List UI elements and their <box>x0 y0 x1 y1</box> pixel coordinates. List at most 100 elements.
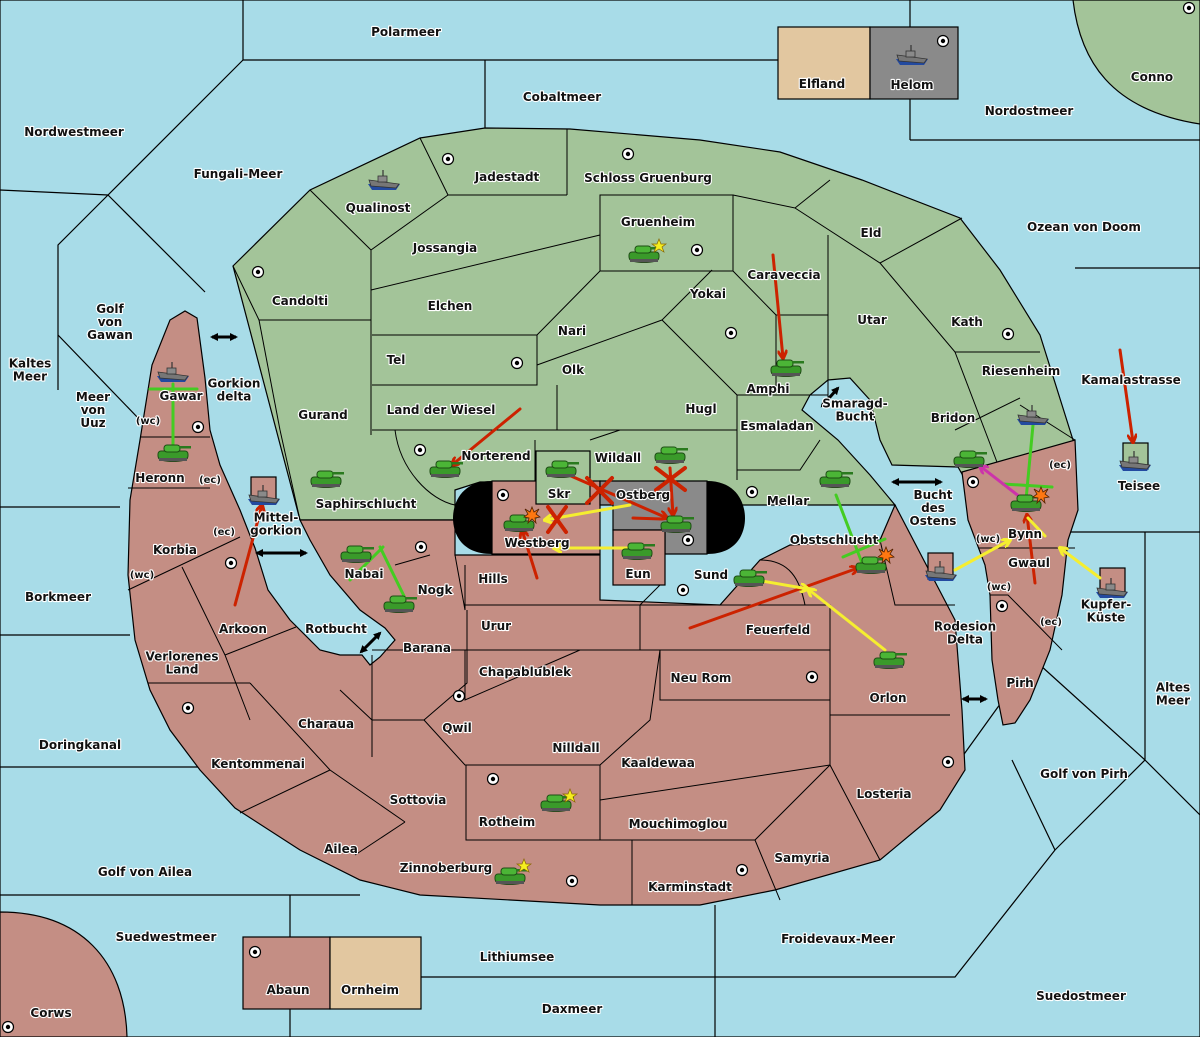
labels: PolarmeerCobaltmeerNordwestmeerFungali-M… <box>8 24 1192 1021</box>
label-elfland: Elfland <box>799 77 845 91</box>
supply-center-icon <box>805 670 819 684</box>
label-bynn: Bynn <box>1008 527 1042 541</box>
label-smaragd-bucht: Smaragd-Bucht <box>822 397 887 424</box>
territory-elfland[interactable] <box>777 26 871 100</box>
supply-center-icon <box>251 265 265 279</box>
label-elchen: Elchen <box>428 299 473 313</box>
red-region <box>127 310 1079 906</box>
barrier-east <box>707 481 745 554</box>
move-order-arrow <box>452 407 522 465</box>
territory-conno[interactable] <box>1072 0 1200 125</box>
supply-center-icon <box>966 475 980 489</box>
supply-center-icon <box>681 533 695 547</box>
label-gurand: Gurand <box>298 408 348 422</box>
supply-center-icon <box>181 701 195 715</box>
label-corws: Corws <box>30 1006 71 1020</box>
label-schloss-gruenburg: Schloss Gruenburg <box>584 171 712 185</box>
label-bridon: Bridon <box>931 411 976 425</box>
label-amphi: Amphi <box>746 382 789 396</box>
supply-center-icon <box>191 420 205 434</box>
label-barana: Barana <box>403 641 451 655</box>
move-order-arrow <box>233 505 262 607</box>
move-order-arrow <box>569 474 667 518</box>
label-doringkanal: Doringkanal <box>39 738 121 752</box>
supply-center-icon <box>941 755 955 769</box>
label-orlon: Orlon <box>869 691 906 705</box>
label-yokai: Yokai <box>689 287 726 301</box>
label-tel: Tel <box>387 353 406 367</box>
label-riesenheim: Riesenheim <box>982 364 1061 378</box>
territory-ornheim[interactable] <box>329 936 422 1010</box>
label-kath: Kath <box>951 315 983 329</box>
label-kamalastrasse: Kamalastrasse <box>1081 373 1181 387</box>
move-order-arrow <box>631 516 664 521</box>
label-norterend: Norterend <box>461 449 530 463</box>
label-wildall: Wildall <box>595 451 641 465</box>
supply-center-icon <box>248 945 262 959</box>
label-sund: Sund <box>694 568 728 582</box>
label-sottovia: Sottovia <box>390 793 447 807</box>
label-ailea: Ailea <box>324 842 358 856</box>
label-gruenheim: Gruenheim <box>621 215 695 229</box>
label-arkoon: Arkoon <box>219 622 267 636</box>
label-abaun: Abaun <box>266 983 309 997</box>
label-obstschlucht: Obstschlucht <box>790 533 879 547</box>
label-zinnoberburg: Zinnoberburg <box>400 861 492 875</box>
label-golf-von-pirh: Golf von Pirh <box>1040 767 1128 781</box>
support-order-line <box>378 545 406 598</box>
label-jadestadt: Jadestadt <box>474 170 540 184</box>
label-fungali-meer: Fungali-Meer <box>194 167 283 181</box>
move-order-arrow <box>1118 348 1133 442</box>
label-hills: Hills <box>478 572 508 586</box>
label-nilldall: Nilldall <box>552 741 599 755</box>
label-eun: Eun <box>625 567 650 581</box>
label-lithiumsee: Lithiumsee <box>480 950 555 964</box>
label-charaua: Charaua <box>298 717 354 731</box>
coast-label-ec: (ec) <box>199 475 221 486</box>
label-golf-von-ailea: Golf von Ailea <box>98 865 192 879</box>
label-olk: Olk <box>562 363 585 377</box>
move-order-arrow <box>688 568 858 630</box>
label-cobaltmeer: Cobaltmeer <box>523 90 601 104</box>
label-utar: Utar <box>857 313 887 327</box>
label-nabai: Nabai <box>345 567 384 581</box>
move-order-arrow <box>1027 515 1037 585</box>
support-order-line <box>348 545 385 582</box>
supply-center-icon <box>1 1020 15 1034</box>
label-samyria: Samyria <box>774 851 829 865</box>
label-nordwestmeer: Nordwestmeer <box>24 125 124 139</box>
label-gwaul: Gwaul <box>1008 556 1050 570</box>
label-pirh: Pirh <box>1006 676 1033 690</box>
failed-order-marks <box>546 466 687 534</box>
coast-label-ec: (ec) <box>1040 617 1062 628</box>
coast-label-ec: (ec) <box>1049 460 1071 471</box>
territory-corws[interactable] <box>0 911 128 1037</box>
supply-center-icon <box>936 34 950 48</box>
label-mellar: Mellar <box>767 494 809 508</box>
label-land-der-wiesel: Land der Wiesel <box>387 403 496 417</box>
supply-center-icon <box>496 488 510 502</box>
retreat-order-arrow <box>980 466 1022 499</box>
label-mittel-gorkion: Mittel-gorkion <box>250 511 302 538</box>
label-nari: Nari <box>558 324 586 338</box>
label-ornheim: Ornheim <box>341 983 399 997</box>
label-westberg: Westberg <box>504 536 569 550</box>
double-arrow-icon <box>359 631 382 654</box>
double-arrow-icon <box>820 386 840 408</box>
supply-center-icon <box>441 152 455 166</box>
coast-label-wc: (wc) <box>976 534 1000 545</box>
supply-center-icon <box>621 147 635 161</box>
label-rotheim: Rotheim <box>479 815 536 829</box>
supply-center-icon <box>745 485 759 499</box>
support-order-line <box>1024 423 1035 502</box>
coast-label-wc: (wc) <box>136 416 160 427</box>
label-heronn: Heronn <box>135 471 184 485</box>
